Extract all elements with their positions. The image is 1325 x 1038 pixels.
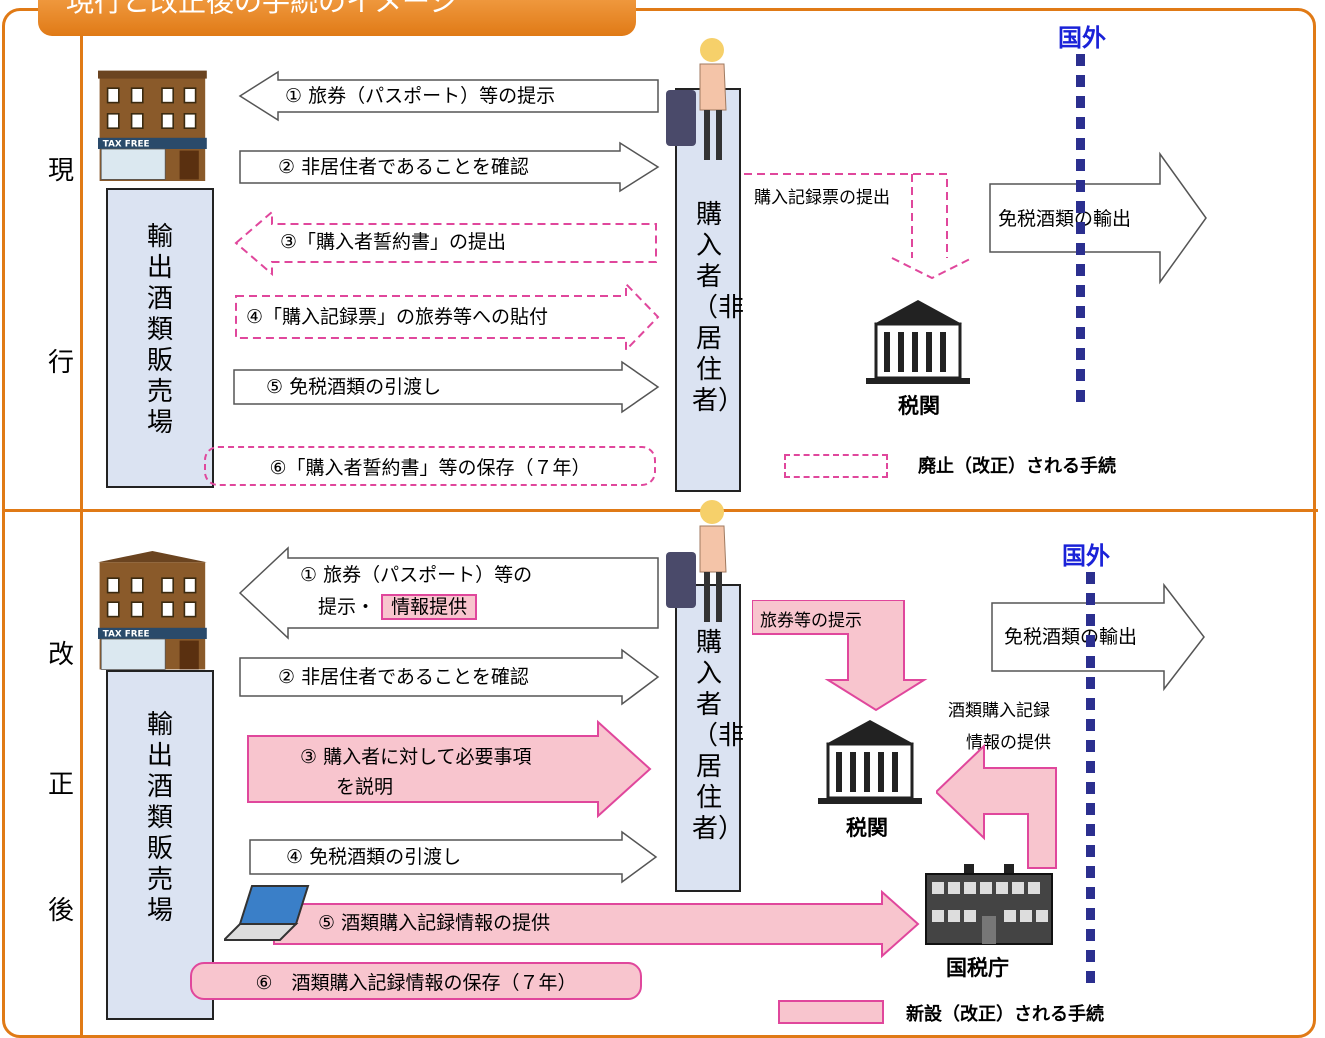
revised-step4-text: ④ 免税酒類の引渡し: [286, 846, 462, 868]
page-title: 現行と改正後の手続のイメージ: [66, 0, 458, 18]
current-step5-text: ⑤ 免税酒類の引渡し: [266, 376, 442, 398]
current-side-label-1: 現: [48, 156, 75, 186]
title-tab: 現行と改正後の手続のイメージ: [38, 0, 636, 36]
svg-text:TAX FREE: TAX FREE: [103, 630, 150, 640]
revised-foreign-label: 国外: [1062, 542, 1110, 570]
revised-passport-label: 旅券等の提示: [760, 611, 862, 631]
current-step4-text: ④「購入記録票」の旅券等への貼付: [246, 306, 549, 328]
current-submit-arrow: [744, 173, 973, 280]
revised-shop-column: [106, 670, 214, 1020]
current-step3-text: ③「購入者誓約書」の提出: [280, 231, 507, 253]
current-buyer-label: 購入者（非居住者）: [692, 200, 745, 416]
buyer-traveler-icon: [666, 500, 727, 622]
revised-legend-text: 新設（改正）される手続: [906, 1004, 1104, 1025]
revised-info-label-2: 情報の提供: [966, 728, 1051, 753]
revised-info-arrow: [936, 744, 1057, 869]
current-shop-column: [106, 188, 214, 488]
laptop-icon: [224, 885, 310, 941]
revised-side-label-2: 正: [48, 770, 75, 800]
revised-border-line: [1086, 572, 1095, 984]
revised-side-label-3: 後: [48, 896, 75, 926]
revised-step1-line1: ① 旅券（パスポート）等の: [300, 564, 533, 586]
current-foreign-label: 国外: [1058, 24, 1106, 52]
revised-step2-text: ② 非居住者であることを確認: [278, 666, 529, 688]
revised-buyer-label: 購入者（非居住者）: [692, 628, 745, 844]
svg-text:TAX FREE: TAX FREE: [103, 140, 150, 150]
current-step6-pill: ⑥「購入者誓約書」等の保存（７年）: [204, 446, 656, 486]
revised-step6-text: ⑥ 酒類購入記録情報の保存（７年）: [255, 971, 577, 994]
current-border-line: [1076, 54, 1085, 404]
revised-step6-pill: ⑥ 酒類購入記録情報の保存（７年）: [190, 962, 642, 1000]
current-legend-text: 廃止（改正）される手続: [918, 456, 1116, 477]
nta-building-icon: [925, 864, 1053, 945]
current-export-label: 免税酒類の輸出: [998, 208, 1132, 230]
revised-step1-line2: 提示・: [318, 596, 376, 618]
revised-shop-label: 輸出酒類販売場: [146, 710, 173, 926]
current-shop-label: 輸出酒類販売場: [146, 222, 173, 438]
revised-legend-swatch: [778, 1000, 884, 1024]
revised-customs-label: 税関: [846, 816, 888, 840]
revised-export-label: 免税酒類の輸出: [1004, 626, 1138, 648]
revised-step3-line1: ③ 購入者に対して必要事項: [300, 746, 532, 768]
customs-building-icon: [866, 300, 970, 384]
shop-building-icon: TAX FREE: [98, 551, 207, 670]
revised-step1-line2-row: 提示・ 情報提供: [318, 594, 478, 621]
current-side-label-2: 行: [48, 348, 75, 378]
current-step1-text: ① 旅券（パスポート）等の提示: [285, 85, 556, 107]
revised-side-label-1: 改: [48, 640, 75, 670]
buyer-traveler-icon: [666, 38, 727, 160]
customs-building-icon: [818, 720, 922, 804]
current-step2-text: ② 非居住者であることを確認: [278, 156, 529, 178]
shop-building-icon: TAX FREE: [98, 70, 207, 181]
revised-info-label-1: 酒類購入記録: [948, 696, 1050, 721]
current-submit-label: 購入記録票の提出: [754, 183, 890, 208]
current-step6-text: ⑥「購入者誓約書」等の保存（７年）: [269, 456, 591, 479]
revised-step5-text: ⑤ 酒類購入記録情報の提供: [318, 912, 551, 934]
revised-info-highlight: 情報提供: [381, 594, 478, 620]
section-divider: [2, 509, 1318, 512]
revised-passport-arrow: [752, 600, 928, 712]
revised-buyer-column: [675, 584, 741, 892]
revised-nta-label: 国税庁: [946, 956, 1009, 980]
revised-step3-line2: を説明: [336, 776, 394, 798]
current-legend-swatch: [784, 454, 888, 478]
side-label-divider: [80, 36, 83, 1036]
current-customs-label: 税関: [898, 394, 940, 418]
